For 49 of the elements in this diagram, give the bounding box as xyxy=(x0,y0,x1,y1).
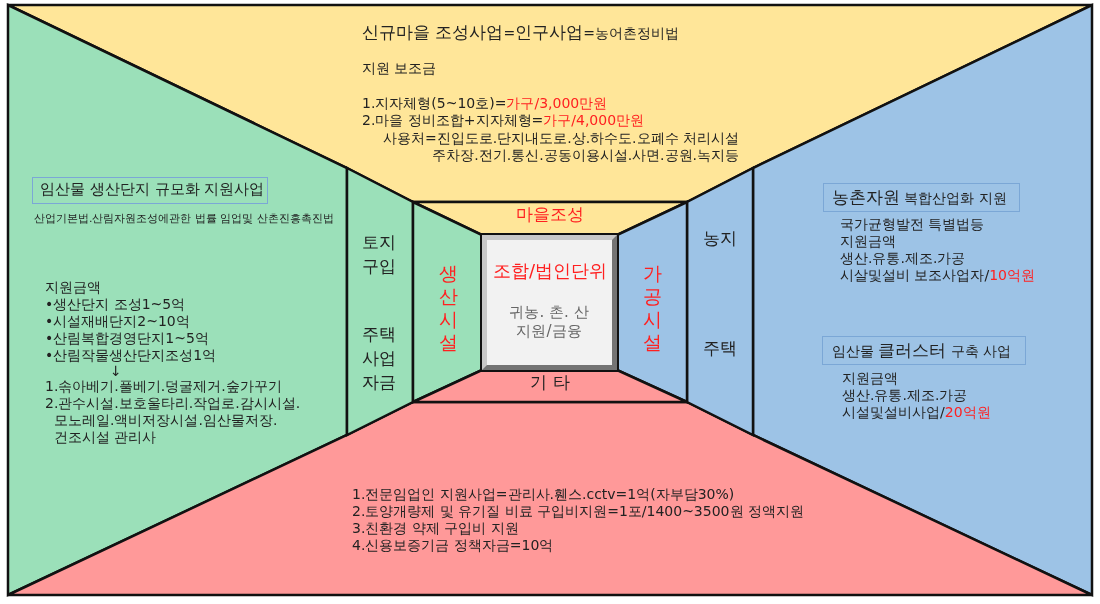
center-box xyxy=(482,235,617,370)
strip-label: 토지 구입 xyxy=(362,232,396,276)
box-title: 임산물 생산단지 규모화 지원사업 xyxy=(40,180,265,198)
body-text: 지원금액 xyxy=(45,279,101,295)
body-text: 생산.유통.제조.가공 xyxy=(840,250,966,266)
body-text: •산림복합경영단지1~5억 xyxy=(45,330,209,346)
center-title: 조합/법인단위 xyxy=(492,260,608,281)
body-text: 시살및설비 보조사업자/ xyxy=(840,267,990,283)
body-text: 귀농. 촌. 산 지원/금융 xyxy=(509,303,589,340)
body-text: 3.친환경 약제 구입비 지원 xyxy=(352,520,519,536)
body-text: 1.전문임업인 지원사업=관리사.휀스.cctv=1억(자부담30%) xyxy=(352,486,735,502)
strip-label: 주택 xyxy=(703,338,737,358)
down-arrow-text: ↓ xyxy=(110,363,122,379)
wall-panel xyxy=(413,202,482,402)
title-box xyxy=(822,336,1026,365)
body-text: •산림작물생산단지조성1억 xyxy=(45,347,217,363)
amount-text: 20억원 xyxy=(944,404,991,420)
title-box xyxy=(823,183,1020,212)
panel-label: 마을조성 xyxy=(516,204,584,224)
strip-label: 농지 xyxy=(703,228,737,248)
body-text: •생산단지 조성1~5억 xyxy=(45,296,186,312)
body-text: 2.토양개량제 및 유기질 비료 구입비지원=1포/1400~3500원 정액지원 xyxy=(352,503,804,519)
body-text: 시설및설비사업/ xyxy=(842,404,945,420)
body-text: •시설재배단지2~10억 xyxy=(45,313,190,329)
body-text: 산업기본법.산림자원조성에관한 법률 임업및 산촌진흥촉진법 xyxy=(34,212,334,225)
box-title: 농촌자원 복합산업화 지원 xyxy=(832,190,1007,206)
wall-panel xyxy=(617,202,687,402)
panel-label: 생산시설 xyxy=(438,262,458,353)
body-text: 지원금액 xyxy=(840,233,896,249)
title-box xyxy=(32,177,268,204)
body-text: 2.관수시설.보호울타리.작업로.감시시설. 모노레일.액비저장시설.임산물저장.건조시설 관리사 xyxy=(45,395,301,445)
panel-label: 가공시설 xyxy=(642,262,662,353)
body-text: 지원 보조금 xyxy=(362,60,437,76)
body-text: 생산.유통.제조.가공 xyxy=(842,387,968,403)
panel-label: 기 타 xyxy=(530,372,570,392)
heading-text: 신규마을 조성사업=인구사업=농어촌정비법 xyxy=(362,25,679,41)
box-title: 임산물 클러스터 구축 사업 xyxy=(832,343,1012,359)
amount-text: 10억원 xyxy=(989,267,1035,283)
body-text: 2.마을 정비조합+지자체형= xyxy=(362,112,544,128)
body-text: 1.솎아베기.풀베기.덩굴제거.숲가꾸기 xyxy=(45,378,282,394)
body-text: 1.지자체형(5~10호)= xyxy=(362,95,507,111)
body-text: 국가균형발전 특별법등 xyxy=(840,216,985,232)
body-text: 지원금액 xyxy=(842,370,898,386)
body-text: 사용처=진입도로.단지내도로.상.하수도.오폐수 처리시설 주차장.전기.통신.공동이용시설.사면.공원.녹지등 xyxy=(383,130,739,163)
amount-text: 가구/3,000만원 xyxy=(506,95,608,111)
strip-label: 주택 사업 자금 xyxy=(362,324,396,392)
amount-text: 가구/4,000만원 xyxy=(543,112,645,128)
floor-panel xyxy=(413,370,687,402)
body-text: 4.신용보증기금 정책자금=10억 xyxy=(352,537,554,553)
